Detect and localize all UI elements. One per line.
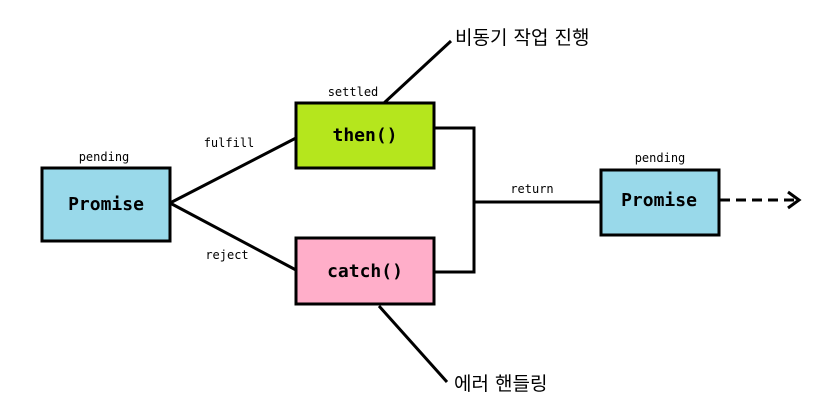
then-state: settled [328,85,379,99]
connectors [169,39,802,384]
reject-edge-label: reject [205,248,248,262]
promise-start-state: pending [79,150,130,164]
promise-start-box [40,166,172,243]
continuation-arrow-icon [787,190,802,210]
reject-edge [169,201,297,272]
then-box [294,101,436,170]
return-edge-label: return [510,182,553,196]
then-label: then() [332,125,397,146]
fulfill-edge [169,136,297,205]
catch-label: catch() [327,261,403,282]
promise-end-state: pending [635,151,686,165]
async-work-annotation: 비동기 작업 진행 [455,27,589,49]
promise-start-node: Promise pending [40,150,172,243]
fulfill-edge-label: fulfill [204,136,255,150]
promise-end-box [599,168,721,237]
merge-edge [434,126,476,274]
error-handling-leader [377,304,449,384]
promise-end-label: Promise [621,190,697,211]
error-handling-annotation: 에러 핸들링 [454,373,547,395]
promise-start-label: Promise [68,194,144,215]
async-work-leader [382,39,453,105]
catch-node: catch() [294,236,436,306]
promise-end-node: Promise pending [599,151,721,237]
then-node: then() settled [294,85,436,170]
catch-box [294,236,436,306]
